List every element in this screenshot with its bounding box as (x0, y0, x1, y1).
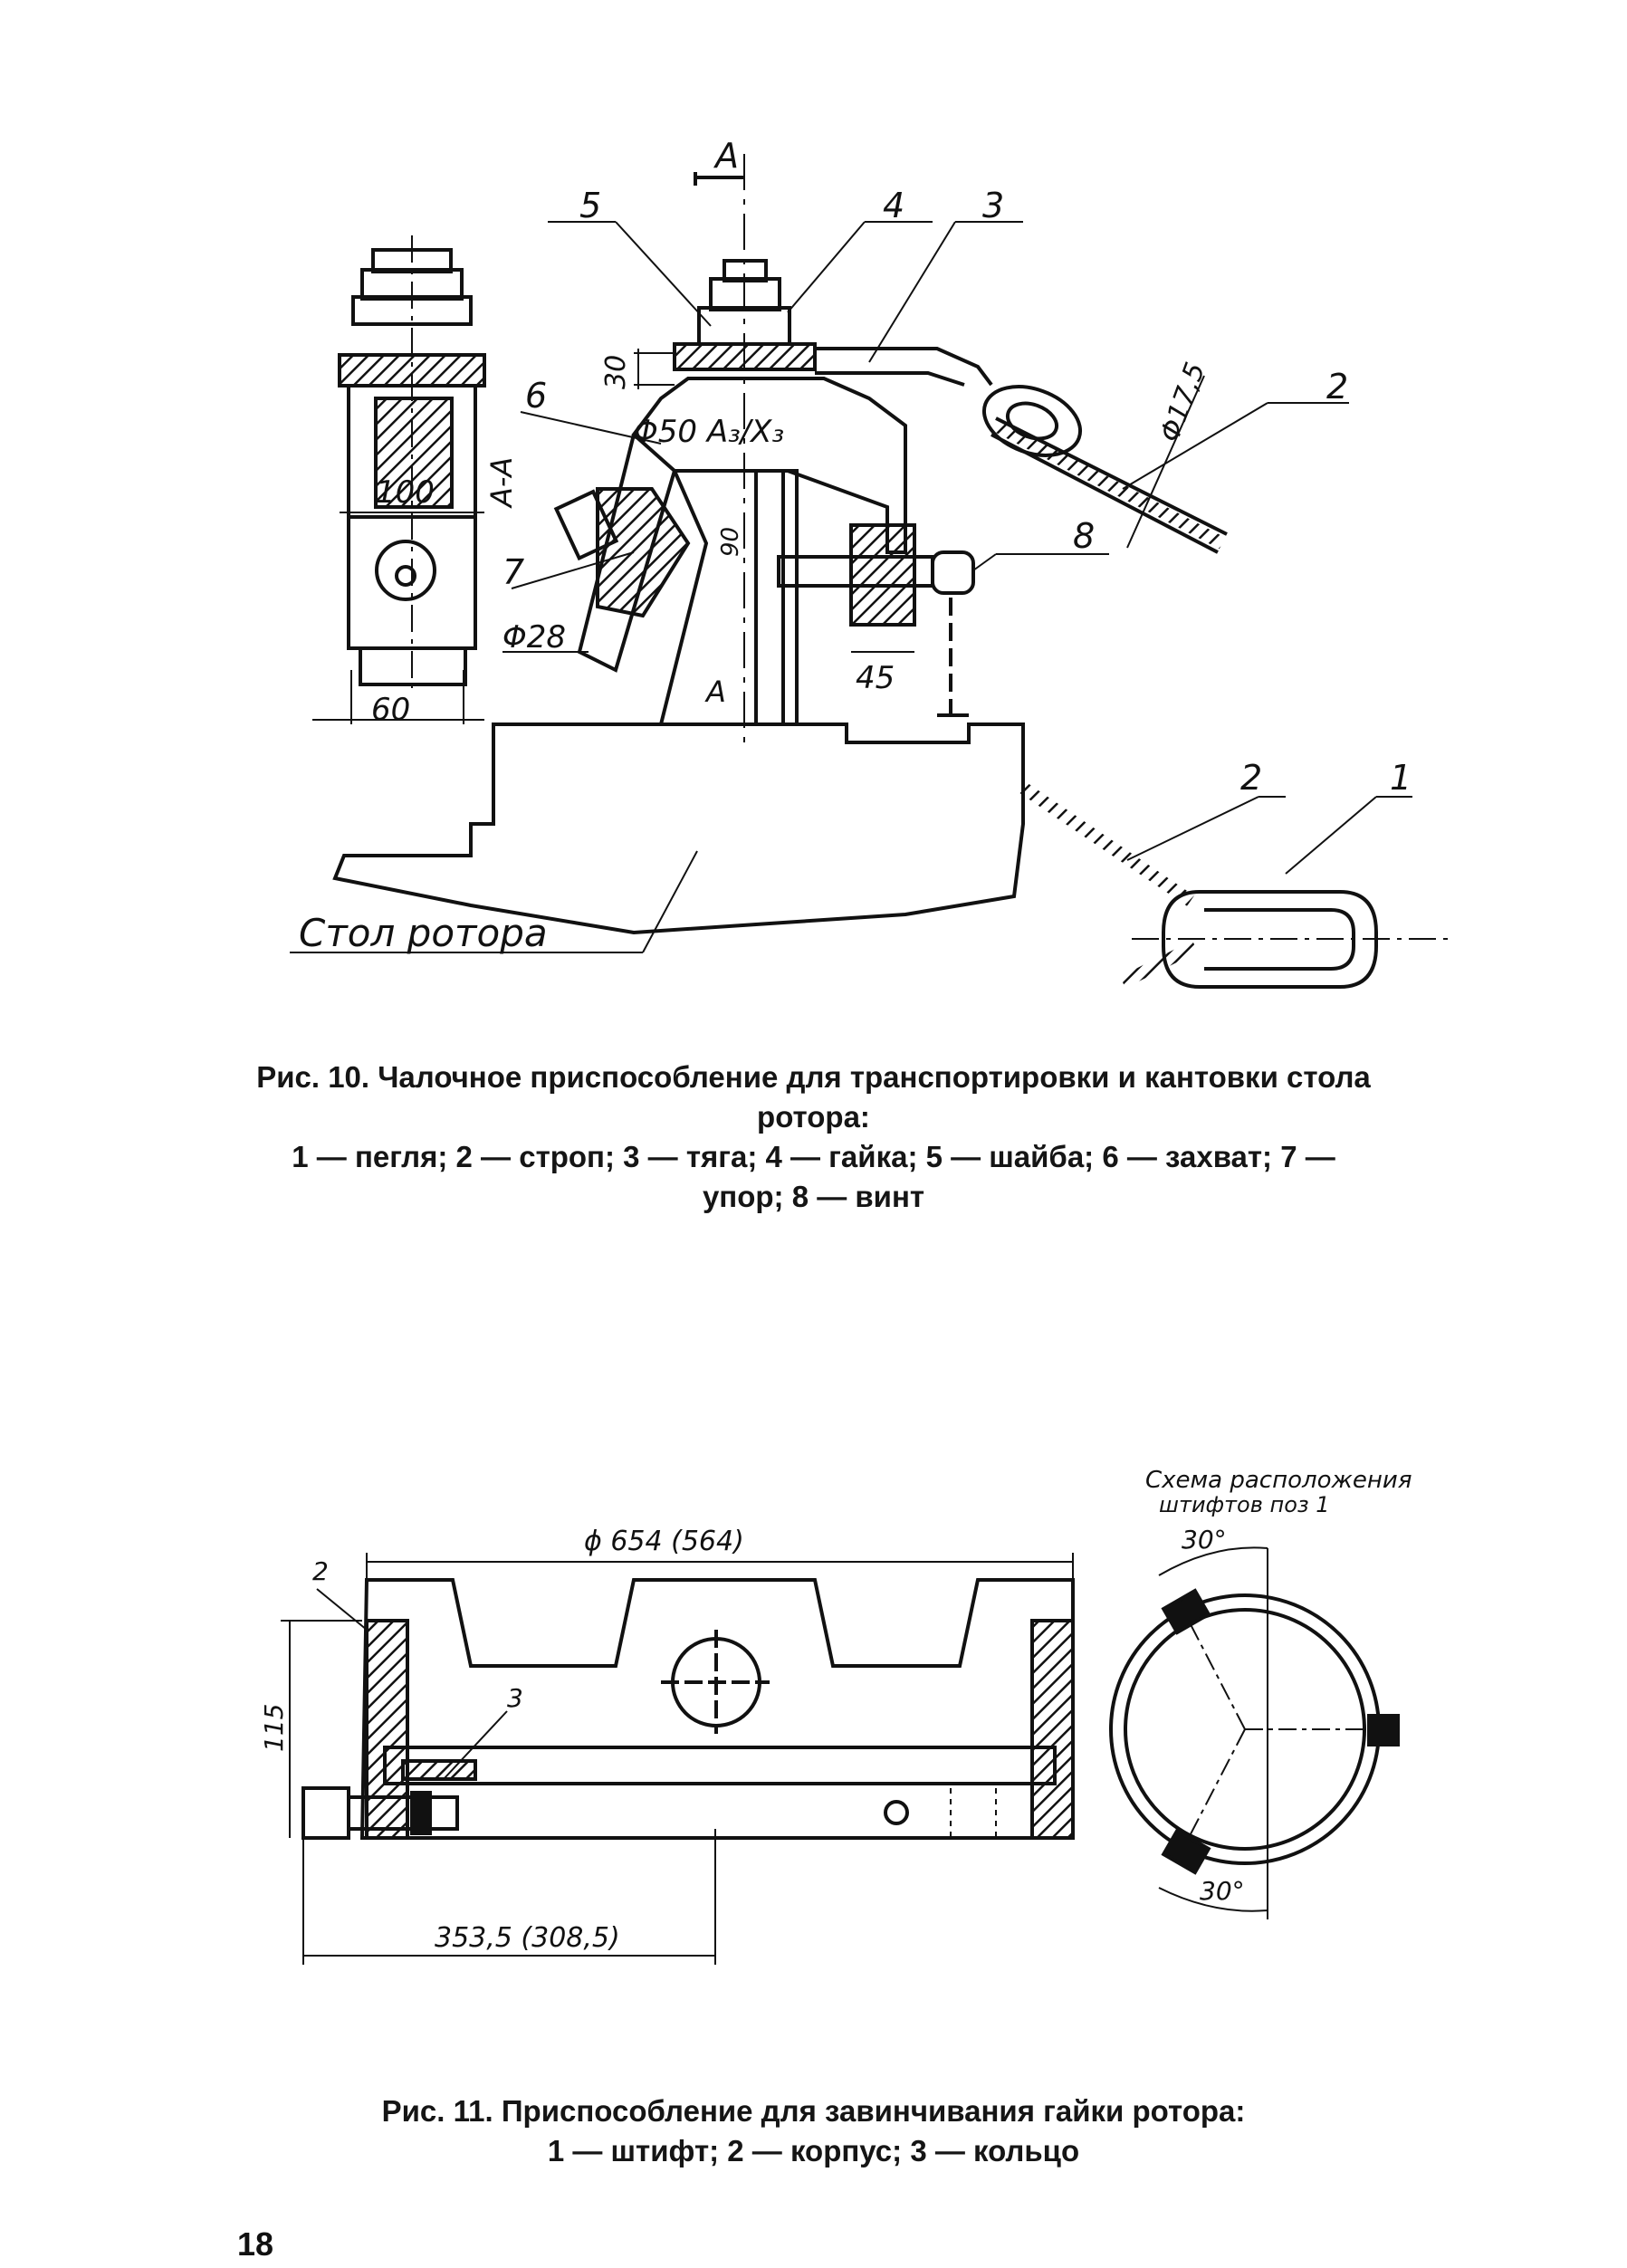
position-3-label: 3 (982, 186, 1004, 225)
figure-11-legend: 1 — штифт; 2 — корпус; 3 — кольцо (547, 2134, 1080, 2168)
angle-bottom-label: 30° (1200, 1876, 1245, 1906)
dimension-90: 90 (717, 527, 744, 557)
section-view-label: A-A (484, 457, 519, 509)
dimension-diameter-654: ϕ 654 (564) (584, 1526, 744, 1557)
position-6-label: 6 (525, 376, 547, 416)
position-2-label-upper: 2 (1326, 367, 1348, 407)
dimension-45: 45 (856, 660, 895, 696)
rotor-table-label: Стол ротора (299, 911, 548, 955)
position-7-label: 7 (502, 552, 524, 592)
position-5-label: 5 (579, 186, 601, 225)
dimension-115: 115 (259, 1704, 289, 1752)
figure-10-caption: Рис. 10. Чалочное приспособление для тра… (0, 1057, 1627, 1217)
fig11-position-3-label: 3 (507, 1683, 523, 1713)
scheme-subtitle: штифтов поз 1 (1159, 1492, 1330, 1517)
figure-10-legend-continued: упор; 8 — винт (702, 1180, 925, 1213)
section-mark-top: A (713, 136, 739, 176)
dimension-phi28: Φ28 (502, 619, 566, 656)
position-8-label: 8 (1073, 516, 1095, 556)
figure-10-legend: 1 — пегля; 2 — строп; 3 — тяга; 4 — гайк… (292, 1140, 1335, 1173)
dimension-30: 30 (600, 355, 632, 389)
dimension-fit-phi50: Φ50 A₃/X₃ (634, 414, 784, 450)
dimension-phi17-5: Φ17,5 (1154, 359, 1212, 446)
position-2-label-lower: 2 (1240, 758, 1262, 798)
dimension-100: 100 (376, 474, 435, 511)
position-4-label: 4 (883, 186, 904, 225)
page-number: 18 (237, 2225, 274, 2263)
scheme-title: Схема расположения (1145, 1467, 1412, 1494)
section-mark-bottom: A (704, 675, 726, 709)
figure-10-title: Рис. 10. Чалочное приспособление для тра… (256, 1060, 1371, 1094)
figure-11-caption: Рис. 11. Приспособление для завинчивания… (0, 2091, 1627, 2171)
dimension-60: 60 (371, 692, 410, 728)
position-1-label: 1 (1390, 758, 1412, 798)
figure-10-title-continued: ротора: (757, 1100, 870, 1134)
figure-11-title: Рис. 11. Приспособление для завинчивания… (381, 2094, 1246, 2128)
angle-top-label: 30° (1182, 1525, 1227, 1555)
dimension-353-5: 353,5 (308,5) (435, 1922, 620, 1954)
fig11-position-2-label: 2 (312, 1556, 329, 1586)
